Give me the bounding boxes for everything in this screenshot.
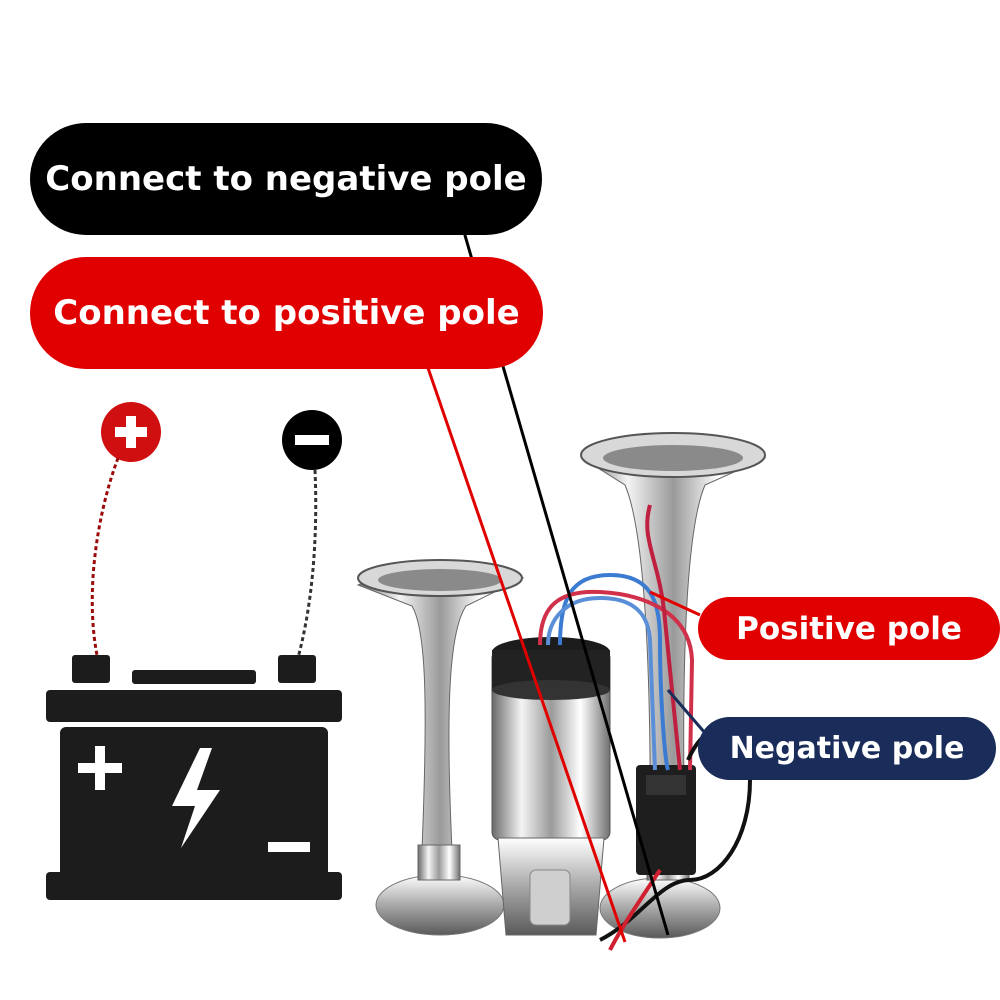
- positive-pointer-line: [425, 364, 627, 943]
- positive-pole-label: Positive pole: [698, 597, 1000, 660]
- negative-pole-label: Negative pole: [698, 717, 996, 780]
- negative-dashed-lead: [294, 469, 318, 666]
- battery-icon: [46, 655, 342, 900]
- positive-pole-pointer: [649, 590, 701, 617]
- air-horn-icon: [356, 432, 767, 939]
- plus-terminal-icon: [101, 402, 161, 462]
- connect-positive-label: Connect to positive pole: [30, 257, 543, 369]
- negative-pole-pointer: [666, 689, 707, 734]
- positive-dashed-lead: [90, 457, 120, 661]
- lightning-icon: [172, 748, 220, 848]
- red-wire-2: [645, 504, 682, 771]
- connect-negative-label: Connect to negative pole: [30, 123, 542, 235]
- blue-wire: [558, 572, 670, 771]
- blue-wire-2: [546, 595, 657, 771]
- red-lead-bottom: [608, 868, 662, 951]
- minus-terminal-icon: [282, 410, 342, 470]
- red-wire: [538, 589, 695, 771]
